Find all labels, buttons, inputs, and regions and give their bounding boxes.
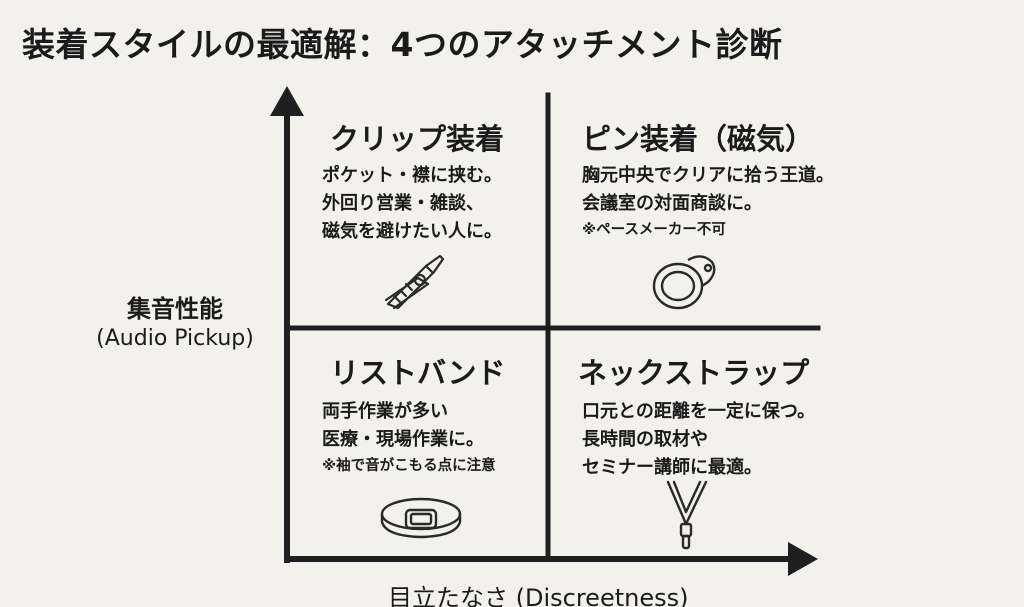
x-axis-label: 目立たなさ (Discreetness) xyxy=(388,584,689,607)
quadrant-title: リストバンド xyxy=(330,356,506,390)
quadrant-title: クリップ装着 xyxy=(330,122,505,156)
y-axis-label-jp: 集音性能 xyxy=(127,295,223,323)
quadrant-line: ポケット・襟に挟む。 xyxy=(322,165,502,186)
neck-strap-icon xyxy=(666,480,708,550)
y-axis-label: 集音性能 (Audio Pickup) xyxy=(60,294,290,354)
quadrant-line: 長時間の取材や xyxy=(582,429,708,450)
y-axis-label-en: (Audio Pickup) xyxy=(96,326,254,351)
quadrant-pin: ピン装着（磁気） 胸元中央でクリアに拾う王道。 会議室の対面商談に。 ※ペースメ… xyxy=(582,116,834,242)
quadrant-line: 胸元中央でクリアに拾う王道。 xyxy=(582,165,834,186)
magnetic-pin-icon xyxy=(652,255,716,310)
quadrant-wristband: リストバンド 両手作業が多い 医療・現場作業に。 ※袖で音がこもる点に注意 xyxy=(322,350,505,478)
quadrant-note: ※袖で音がこもる点に注意 xyxy=(322,458,496,474)
page-title: 装着スタイルの最適解：4つのアタッチメント診断 xyxy=(22,25,783,64)
x-axis-arrowhead xyxy=(788,542,818,576)
quadrant-line: 磁気を避けたい人に。 xyxy=(322,221,502,242)
quadrant-title: ピン装着（磁気） xyxy=(582,122,815,156)
quadrant-note: ※ペースメーカー不可 xyxy=(582,222,726,238)
quadrant-clip: クリップ装着 ポケット・襟に挟む。 外回り営業・雑談、 磁気を避けたい人に。 xyxy=(322,116,504,246)
wristband-icon xyxy=(380,497,462,539)
quadrant-line: 両手作業が多い xyxy=(322,401,448,422)
clip-icon xyxy=(384,254,445,310)
quadrant-line: 医療・現場作業に。 xyxy=(322,429,484,450)
quadrant-neck-strap: ネックストラップ 口元との距離を一定に保つ。 長時間の取材や セミナー講師に最適… xyxy=(578,350,815,482)
y-axis-arrowhead xyxy=(270,86,304,116)
quadrant-line: 外回り営業・雑談、 xyxy=(322,193,484,214)
quadrant-line: セミナー講師に最適。 xyxy=(582,457,762,478)
quadrant-line: 口元との距離を一定に保つ。 xyxy=(582,401,816,422)
quadrant-line: 会議室の対面商談に。 xyxy=(582,193,762,214)
quadrant-title: ネックストラップ xyxy=(578,356,810,390)
